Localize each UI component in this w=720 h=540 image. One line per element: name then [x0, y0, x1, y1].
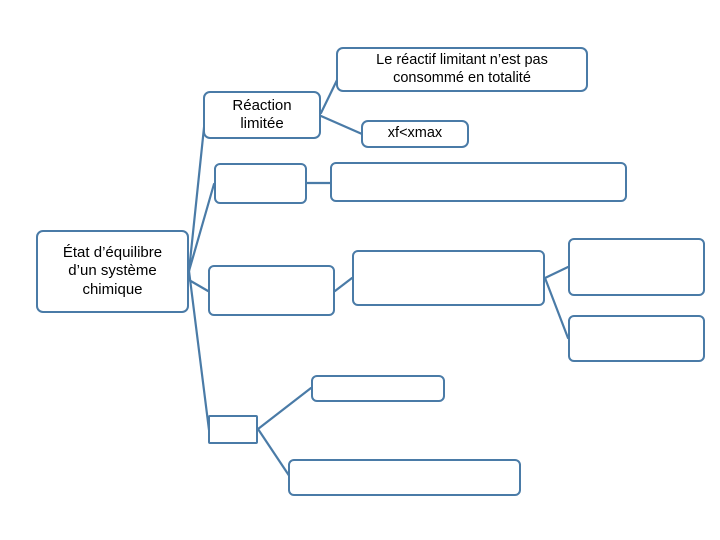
node-blank-right-bottom[interactable] [568, 315, 705, 362]
edge-blank3-to-blank4 [333, 276, 354, 293]
node-blank-bottom-wide[interactable] [288, 459, 521, 496]
node-blank-upper-left[interactable] [214, 163, 307, 204]
node-reaction-limitee-label: Réaction limitée [232, 96, 292, 132]
node-xf-inferieur-xmax[interactable]: xf<xmax [361, 120, 469, 148]
node-xf-inferieur-xmax-label: xf<xmax [387, 125, 443, 142]
edge-blank4-to-blank5 [543, 265, 570, 280]
edge-root-to-reaction-limitee [187, 116, 207, 273]
node-blank-small-hub[interactable] [208, 415, 258, 444]
node-reactif-limitant[interactable]: Le réactif limitant n’est pas consommé e… [336, 47, 588, 92]
node-etat-equilibre-label: État d’équilibre d’un système chimique [62, 244, 163, 298]
node-blank-lower-middle[interactable] [311, 375, 445, 402]
node-blank-upper-wide[interactable] [330, 162, 627, 202]
edge-blank4-to-blank6 [543, 276, 570, 340]
node-blank-right-top[interactable] [568, 238, 705, 296]
node-blank-middle-left[interactable] [208, 265, 335, 316]
node-reaction-limitee[interactable]: Réaction limitée [203, 91, 321, 139]
edge-blank8-to-blank7 [256, 386, 313, 431]
edge-root-to-blank-3 [187, 278, 210, 293]
node-blank-center[interactable] [352, 250, 545, 306]
node-reactif-limitant-label: Le réactif limitant n’est pas consommé e… [376, 51, 548, 86]
edge-root-to-blank-1 [187, 182, 216, 273]
edge-blank8-to-blank9 [256, 427, 292, 479]
edge-root-to-blank-8 [187, 269, 211, 432]
edge-reaction-to-xf [319, 114, 364, 136]
node-etat-equilibre[interactable]: État d’équilibre d’un système chimique [36, 230, 189, 313]
